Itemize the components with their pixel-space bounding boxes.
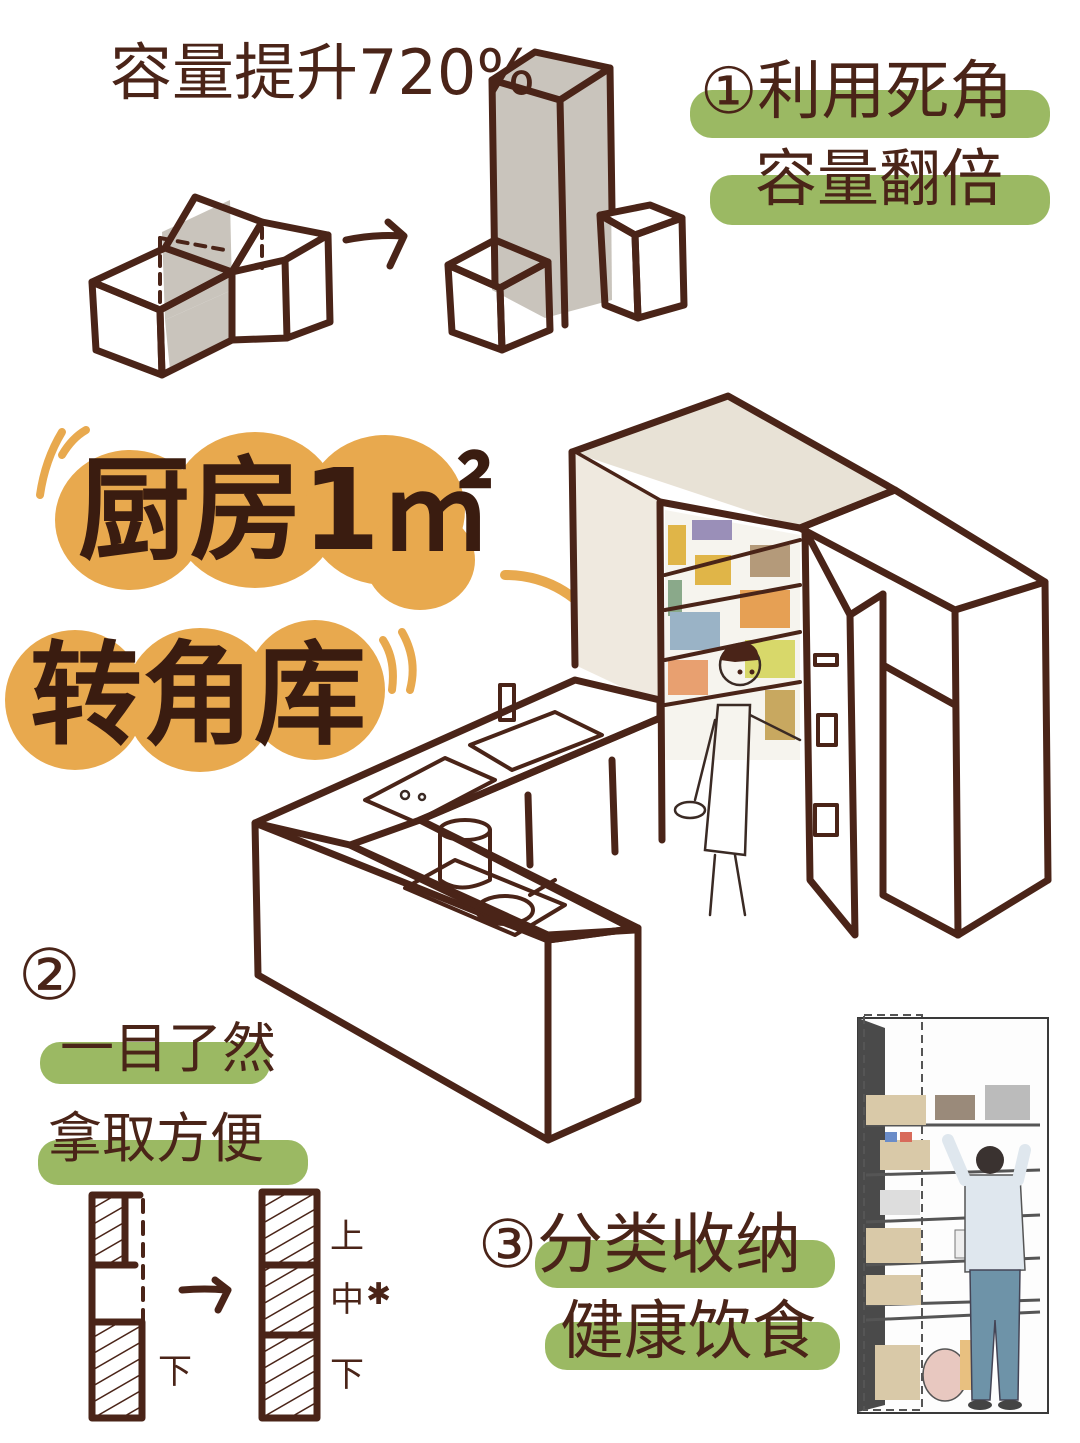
highlight-bar <box>38 1140 308 1185</box>
point-2-line1: 一目了然 <box>60 1017 276 1080</box>
shelf-before-label-bottom: 下 <box>158 1352 192 1392</box>
point-1-number: ① <box>700 55 758 129</box>
point-2-line2: 拿取方便 <box>48 1107 264 1170</box>
arrow-right-icon <box>178 1276 232 1314</box>
title-orange-blobs <box>5 426 615 772</box>
highlight-bar <box>690 90 1050 138</box>
l-shaped-cubes-before <box>88 193 334 379</box>
point-1-heading: ①利用死角 <box>700 60 1013 124</box>
walk-in-pantry-illustration <box>857 1014 1049 1414</box>
shelf-after-label-bottom: 下 <box>330 1355 364 1395</box>
capacity-increase-text: 容量提升720% <box>110 36 536 109</box>
cutting-board <box>363 756 497 824</box>
kitchen-counter <box>251 676 664 1144</box>
highlight-bar <box>710 175 1050 225</box>
shelf-after-diagram <box>258 1188 321 1422</box>
star-icon: ✱ <box>366 1277 392 1312</box>
point-3-line1: 分类收纳 <box>537 1206 802 1283</box>
point-2-number: ② <box>18 934 81 1016</box>
door-rack <box>813 653 839 667</box>
highlight-bar <box>545 1322 840 1370</box>
tall-column-after <box>444 48 688 354</box>
pantry-shelves <box>663 510 802 760</box>
corner-pantry-cabinet <box>568 392 1052 939</box>
title-line2: 转角库 <box>30 631 366 761</box>
shelf-after-label-middle: 中 <box>330 1280 364 1320</box>
woman-figure <box>673 642 802 917</box>
shelf-before-diagram <box>88 1191 146 1422</box>
point-3-heading: ③分类收纳 <box>478 1212 801 1278</box>
pan-icon <box>475 894 535 926</box>
door-rack <box>813 803 839 837</box>
highlight-bar <box>535 1240 835 1288</box>
highlight-bar <box>40 1042 270 1084</box>
arrow-right-icon <box>342 218 408 270</box>
faucet-icon <box>498 683 516 722</box>
point-1-line1: 利用死角 <box>757 55 1014 129</box>
point-3-number: ③ <box>478 1206 538 1283</box>
point-1-line2: 容量翻倍 <box>755 142 1004 215</box>
title-line1: 厨房1㎡ <box>78 446 492 576</box>
pot-icon <box>438 828 492 890</box>
stove-icon <box>403 858 567 937</box>
shelf-after-label-top: 上 <box>330 1217 364 1257</box>
door-rack <box>816 713 838 747</box>
point-3-line2: 健康饮食 <box>560 1295 816 1369</box>
sink-icon <box>468 710 604 772</box>
